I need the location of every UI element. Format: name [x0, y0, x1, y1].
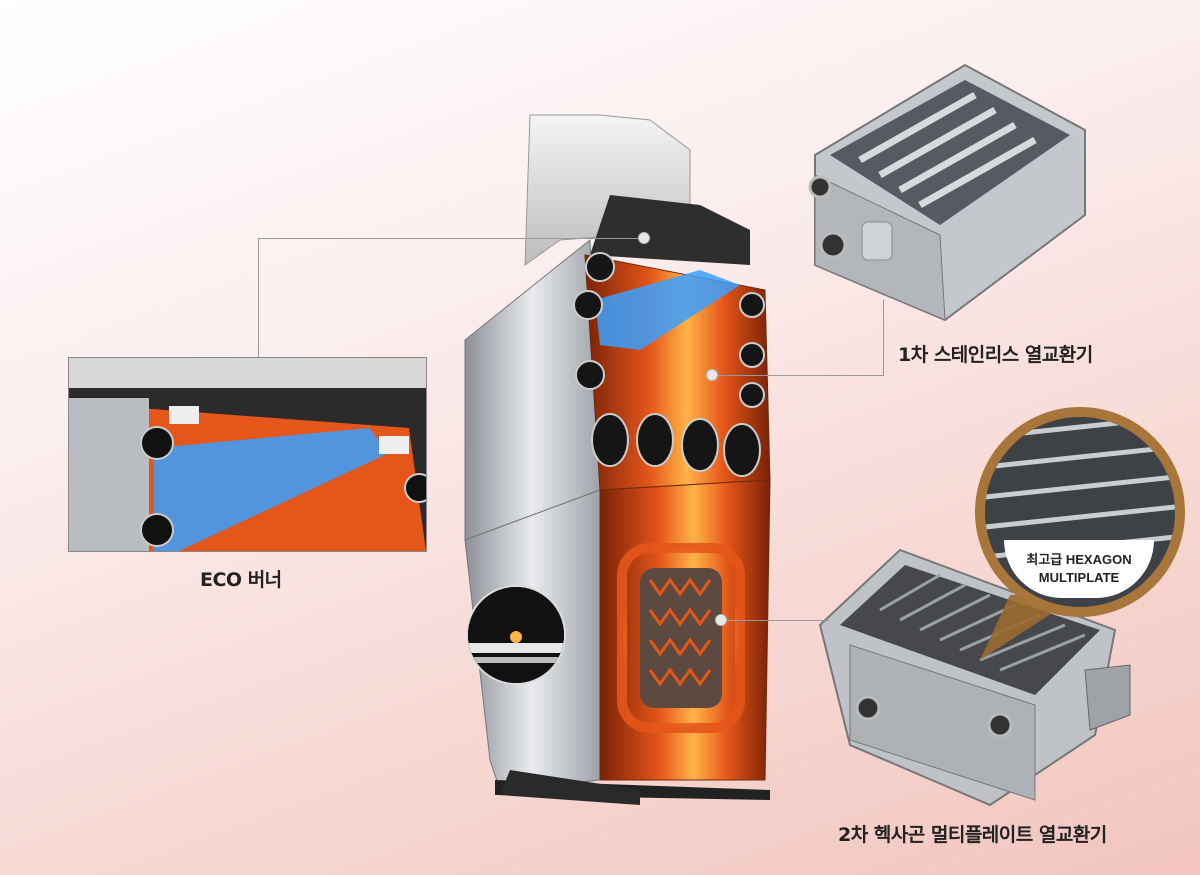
leader-secondary	[720, 620, 830, 621]
leader-primary-vertical	[883, 300, 884, 376]
badge-line-1: 최고급 HEXAGON	[1026, 552, 1132, 567]
leader-eco-horizontal	[258, 238, 644, 239]
primary-exchanger-photo	[808, 63, 1086, 322]
eco-burner-inset	[68, 357, 427, 552]
hexagon-plate	[640, 568, 722, 708]
burner-closeup-image	[69, 358, 426, 551]
burner-flame	[595, 270, 740, 350]
primary-exchanger-caption: 1차 스테인리스 열교환기	[898, 344, 1093, 366]
primary-pipes	[573, 252, 765, 477]
leader-primary-horizontal	[715, 375, 884, 376]
secondary-exchanger-caption: 2차 헥사곤 멀티플레이트 열교환기	[838, 824, 1107, 846]
callout-dot-secondary	[715, 614, 727, 626]
callout-dot-primary	[706, 369, 718, 381]
leader-eco-vertical	[258, 238, 259, 357]
surface-detail-lens	[466, 585, 566, 685]
eco-burner-caption: ECO 버너	[200, 569, 282, 591]
callout-dot-eco	[638, 232, 650, 244]
badge-line-2: MULTIPLATE	[1038, 570, 1120, 585]
